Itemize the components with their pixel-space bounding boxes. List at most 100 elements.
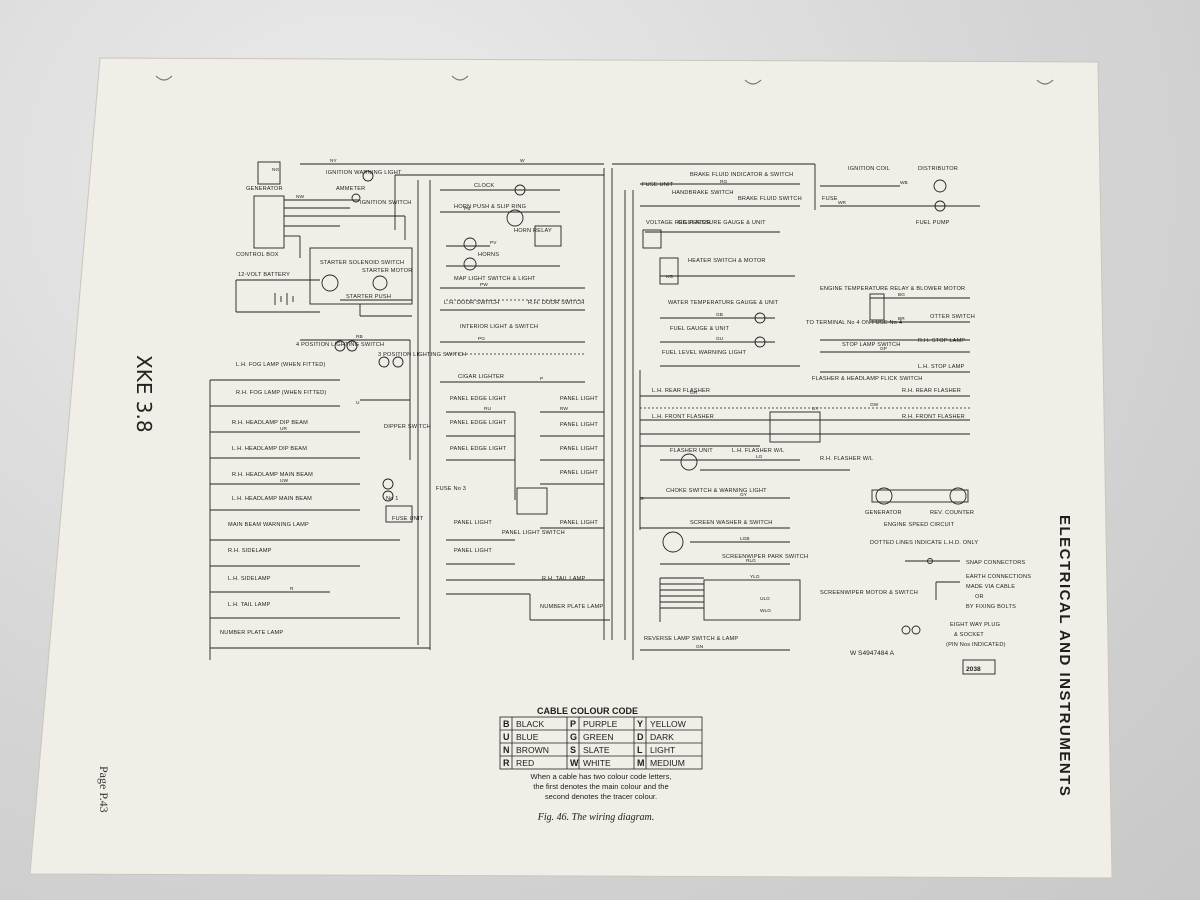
wire-code-gy: GY bbox=[740, 492, 748, 498]
wire-code-r: R bbox=[290, 586, 294, 592]
wire-code-gb: GB bbox=[716, 312, 723, 318]
label-number-plate-left: NUMBER PLATE LAMP bbox=[220, 630, 283, 636]
label-screenwiper-park: SCREENWIPER PARK SWITCH bbox=[722, 554, 808, 560]
label-rh-door: R.H. DOOR SWITCH bbox=[528, 300, 584, 306]
wire-code-kg: KG bbox=[666, 274, 673, 280]
wire-code-rg: RG bbox=[720, 179, 727, 185]
label-generator-rc: GENERATOR bbox=[865, 510, 902, 516]
wire-code-pb: PB bbox=[464, 206, 470, 212]
code-name-red: RED bbox=[516, 758, 534, 768]
label-reverse-lamp: REVERSE LAMP SWITCH & LAMP bbox=[644, 636, 738, 642]
label-rh-stop: R.H. STOP LAMP bbox=[918, 338, 965, 344]
wire-code-rw: RW bbox=[560, 406, 568, 412]
code-name-blue: BLUE bbox=[516, 732, 539, 742]
label-handbrake: HANDBRAKE SWITCH bbox=[672, 190, 734, 196]
label-heater: HEATER SWITCH & MOTOR bbox=[688, 258, 766, 264]
label-stop-lamp-switch: STOP LAMP SWITCH bbox=[842, 342, 901, 348]
label-horns: HORNS bbox=[478, 252, 499, 258]
code-name-dark: DARK bbox=[650, 732, 674, 742]
code-name-light: LIGHT bbox=[650, 745, 676, 755]
code-letter-m: M bbox=[637, 758, 645, 768]
code-name-yellow: YELLOW bbox=[650, 719, 687, 729]
wire-code-rlg: RLG bbox=[746, 558, 756, 564]
label-fuse: FUSE bbox=[822, 196, 838, 202]
wire-code-lgb: LGB bbox=[740, 536, 750, 542]
legend-earth-4: BY FIXING BOLTS bbox=[966, 604, 1016, 610]
label-starter-solenoid: STARTER SOLENOID SWITCH bbox=[320, 260, 404, 266]
label-lh-front-flasher: L.H. FRONT FLASHER bbox=[652, 414, 714, 420]
wire-code-br: BR bbox=[898, 316, 905, 322]
label-map-light: MAP LIGHT SWITCH & LIGHT bbox=[454, 276, 536, 282]
wire-code-gn: GN bbox=[696, 644, 704, 650]
wire-code-ng: NG bbox=[272, 167, 279, 173]
label-rh-rear-flasher: R.H. REAR FLASHER bbox=[902, 388, 961, 394]
label-ignition-switch: IGNITION SWITCH bbox=[360, 200, 411, 206]
label-fuse-no1: No 1 bbox=[386, 496, 399, 502]
label-lh-door: L.H. DOOR SWITCH bbox=[444, 300, 499, 306]
label-fuse-unit-top: FUSE UNIT bbox=[642, 182, 674, 188]
label-rh-flasher-wl: R.H. FLASHER W/L bbox=[820, 456, 873, 462]
legend-plug-1: EIGHT WAY PLUG bbox=[950, 622, 1000, 628]
label-fuse-unit: FUSE UNIT bbox=[392, 516, 424, 522]
figure-caption: Fig. 46. The wiring diagram. bbox=[537, 812, 654, 823]
label-fuse-no3: FUSE No 3 bbox=[436, 486, 466, 492]
label-rh-sidelamp: R.H. SIDELAMP bbox=[228, 548, 272, 554]
label-main-beam-warning: MAIN BEAM WARNING LAMP bbox=[228, 522, 309, 528]
wire-code-wb: WB bbox=[900, 180, 908, 186]
label-rh-front-flasher: R.H. FRONT FLASHER bbox=[902, 414, 965, 420]
legend-snap: SNAP CONNECTORS bbox=[966, 560, 1025, 566]
wire-code-ulg: ULG bbox=[760, 596, 770, 602]
wire-code-uw: UW bbox=[280, 478, 288, 484]
label-engine-temp-relay: ENGINE TEMPERATURE RELAY & BLOWER MOTOR bbox=[820, 286, 965, 292]
code-name-brown: BROWN bbox=[516, 745, 549, 755]
label-voltage-regulator: VOLTAGE REGULATOR bbox=[646, 220, 711, 226]
label-lh-tail: L.H. TAIL LAMP bbox=[228, 602, 271, 608]
label-battery: 12-VOLT BATTERY bbox=[238, 272, 290, 278]
wire-code-gr: GR bbox=[690, 390, 698, 396]
label-horn-push: HORN PUSH & SLIP RING bbox=[454, 204, 526, 210]
label-otter-switch: OTTER SWITCH bbox=[930, 314, 975, 320]
wire-code-bg: BG bbox=[898, 292, 905, 298]
label-lh-fog: L.H. FOG LAMP (WHEN FITTED) bbox=[236, 362, 326, 368]
label-lh-main: L.H. HEADLAMP MAIN BEAM bbox=[232, 496, 312, 502]
code-letter-l: L bbox=[637, 745, 643, 755]
code-name-black: BLACK bbox=[516, 719, 544, 729]
label-lh-sidelamp: L.H. SIDELAMP bbox=[228, 576, 271, 582]
label-fuel-gauge: FUEL GAUGE & UNIT bbox=[670, 326, 730, 332]
label-rh-fog: R.H. FOG LAMP (WHEN FITTED) bbox=[236, 390, 326, 396]
wire-code-uy: UY bbox=[812, 406, 819, 412]
side-title: ELECTRICAL AND INSTRUMENTS bbox=[1056, 515, 1073, 797]
cable-colour-code-table: CABLE COLOUR CODE B BLACK P PURPLE Y YEL… bbox=[499, 706, 703, 801]
label-control-box: CONTROL BOX bbox=[236, 252, 279, 258]
code-letter-u: U bbox=[503, 732, 510, 742]
wire-code-labels: NY W NG NW WB RG WR P PB PV PW PG RB RU … bbox=[272, 158, 908, 650]
colour-code-note-1: When a cable has two colour code letters… bbox=[531, 772, 672, 781]
label-panel-light-3: PANEL LIGHT bbox=[560, 446, 598, 452]
label-brake-fluid-switch: BRAKE FLUID SWITCH bbox=[738, 196, 802, 202]
wire-code-wr: WR bbox=[838, 200, 847, 206]
label-panel-light-4: PANEL LIGHT bbox=[560, 470, 598, 476]
code-letter-r: R bbox=[503, 758, 510, 768]
label-screen-washer: SCREEN WASHER & SWITCH bbox=[690, 520, 773, 526]
code-letter-s: S bbox=[570, 745, 576, 755]
label-choke: CHOKE SWITCH & WARNING LIGHT bbox=[666, 488, 767, 494]
label-lh-dip: L.H. HEADLAMP DIP BEAM bbox=[232, 446, 307, 452]
wire-code-ny: NY bbox=[330, 158, 337, 164]
punch-holes bbox=[155, 75, 1054, 85]
handwritten-note: XKE 3.8 bbox=[132, 355, 156, 433]
label-number-plate-right: NUMBER PLATE LAMP bbox=[540, 604, 603, 610]
paper-page bbox=[29, 57, 1113, 879]
wire-code-ylg: YLG bbox=[750, 574, 760, 580]
code-letter-g: G bbox=[570, 732, 577, 742]
label-lh-rear-flasher: L.H. REAR FLASHER bbox=[652, 388, 710, 394]
code-name-medium: MEDIUM bbox=[650, 758, 685, 768]
label-3pos-switch: 3 POSITION LIGHTING SWITCH bbox=[378, 352, 466, 358]
component-labels: GENERATOR CONTROL BOX 12-VOLT BATTERY IG… bbox=[220, 166, 975, 642]
label-panel-light-6: PANEL LIGHT bbox=[454, 520, 492, 526]
label-fuel-pump: FUEL PUMP bbox=[916, 220, 950, 226]
label-fuel-level-warning: FUEL LEVEL WARNING LIGHT bbox=[662, 350, 746, 356]
page-number: Page P.43 bbox=[97, 766, 111, 813]
label-rh-tail: R.H. TAIL LAMP bbox=[542, 576, 585, 582]
label-panel-light-switch: PANEL LIGHT SWITCH bbox=[502, 530, 565, 536]
